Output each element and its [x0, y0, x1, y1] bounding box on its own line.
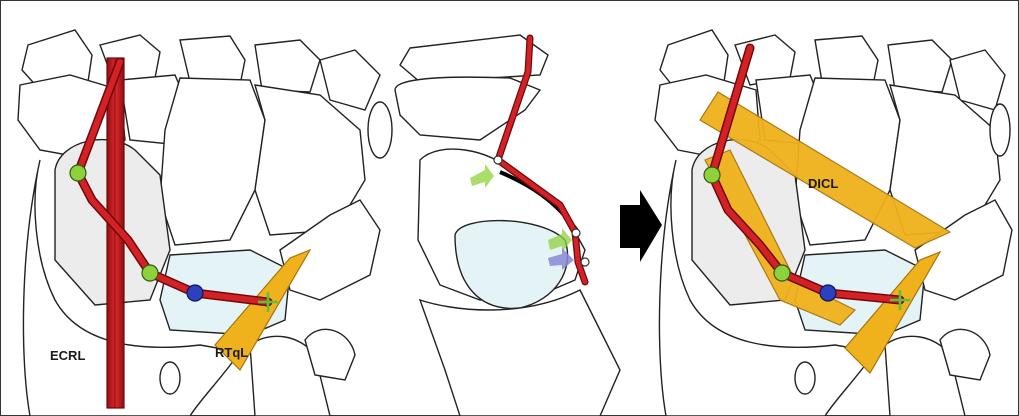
middle-panel — [395, 35, 620, 416]
metacarpal-base — [255, 40, 320, 92]
green-node — [70, 165, 86, 181]
white-node — [572, 229, 580, 237]
blue-node — [187, 285, 203, 301]
radius-lateral — [420, 290, 620, 416]
green-node — [704, 167, 720, 183]
capitate — [160, 78, 265, 245]
right-arrow-icon — [620, 190, 662, 262]
rtql-label: RTqL — [215, 345, 248, 360]
ecrl-label: ECRL — [50, 348, 85, 363]
green-node — [142, 265, 158, 281]
white-node — [581, 258, 589, 266]
left-panel: ECRL RTqL — [18, 30, 392, 416]
green-node — [774, 265, 790, 281]
white-node — [494, 156, 502, 164]
styloid — [160, 362, 180, 394]
pisiform — [368, 102, 392, 158]
blue-node — [820, 285, 836, 301]
right-panel: DICL — [655, 30, 1012, 416]
metacarpal-base — [320, 50, 380, 110]
dicl-label: DICL — [808, 176, 838, 191]
